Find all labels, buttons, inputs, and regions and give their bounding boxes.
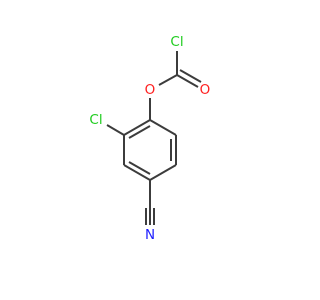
acyl-chlorine-label: Cl (170, 34, 183, 50)
ring-chlorine-label: Cl (89, 112, 102, 128)
bond-carbonyl-c-carbonyl-o (176, 74, 199, 88)
bond-ring-c6-c1 (123, 119, 151, 136)
bond-carbonyl-c-ester-o (158, 74, 178, 86)
ester-oxygen-label: O (145, 82, 156, 98)
bond-carbonyl-c-carbonyl-o-second (179, 69, 202, 83)
molecule-structure: Cl O O Cl N (89, 34, 211, 243)
bond-ring-c4-c5 (123, 164, 151, 181)
carbonyl-oxygen-label: O (200, 82, 211, 98)
bond-ring-c1-c2 (149, 119, 177, 136)
bond-ring-c6-c1-inner (128, 125, 151, 139)
bond-ring-c3-c4 (149, 164, 177, 181)
bond-ring-chlorine (106, 124, 125, 136)
bond-ring-c4-c5-inner (128, 161, 151, 175)
nitrile-nitrogen-label: N (145, 227, 155, 243)
